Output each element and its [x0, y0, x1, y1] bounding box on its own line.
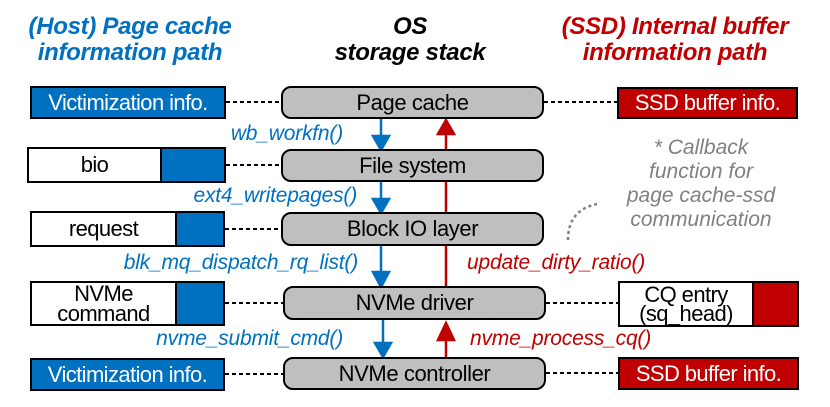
fn-nvme-submit-cmd: nvme_submit_cmd() — [156, 327, 343, 350]
info-slot — [160, 149, 224, 181]
box-label: request — [68, 216, 139, 241]
info-slot — [175, 283, 223, 324]
box-label: SSD buffer info. — [634, 90, 781, 115]
title-line: (Host) Page cache — [28, 13, 232, 40]
layer-file-system: File system — [281, 149, 544, 182]
note-line: communication — [630, 208, 772, 231]
victimization-info-top: Victimization info. — [30, 86, 226, 119]
bio-box: bio — [27, 147, 226, 183]
title-line: (SSD) Internal buffer — [561, 13, 789, 40]
os-stack-title: OS storage stack — [310, 14, 510, 66]
layer-page-cache: Page cache — [281, 86, 544, 119]
fn-ext4-writepages: ext4_writepages() — [193, 184, 357, 207]
request-box: request — [30, 211, 225, 247]
layer-block-io: Block IO layer — [281, 212, 544, 246]
box-label: bio — [80, 152, 109, 177]
cq-line: CQ entry — [644, 282, 728, 307]
title-line: information path — [37, 39, 223, 66]
host-path-title: (Host) Page cache information path — [5, 14, 255, 66]
info-slot — [752, 283, 797, 325]
fn-blk-mq-dispatch: blk_mq_dispatch_rq_list() — [123, 251, 358, 274]
fn-update-dirty-ratio: update_dirty_ratio() — [467, 251, 646, 274]
layer-nvme-driver: NVMe driver — [283, 286, 546, 320]
cq-entry-box: CQ entry(sq_head) — [618, 281, 799, 327]
ssd-buffer-info-bottom: SSD buffer info. — [618, 357, 799, 390]
note-line: page cache-ssd — [626, 184, 776, 207]
victimization-info-bottom: Victimization info. — [30, 358, 225, 391]
box-label: NVMe command — [57, 280, 150, 326]
layer-nvme-controller: NVMe controller — [283, 357, 546, 390]
info-slot — [175, 213, 223, 245]
callback-curve — [566, 202, 598, 241]
box-label: CQ entry(sq_head) — [620, 283, 752, 325]
note-line: * Callback — [653, 136, 749, 159]
callback-note: * Callback function for page cache-ssd c… — [596, 136, 806, 232]
cq-line: (sq_head) — [639, 301, 733, 326]
note-line: function for — [649, 160, 753, 183]
title-line: storage stack — [334, 39, 486, 66]
box-label: SSD buffer info. — [635, 360, 782, 386]
title-line: information path — [582, 39, 768, 66]
fn-wb-workfn: wb_workfn() — [230, 122, 343, 145]
fn-nvme-process-cq: nvme_process_cq() — [470, 327, 652, 350]
down-arrows — [370, 118, 394, 360]
ssd-buffer-info-top: SSD buffer info. — [617, 87, 798, 119]
title-line: OS — [392, 13, 428, 40]
up-arrows — [435, 117, 457, 357]
box-label: Victimization info. — [48, 89, 208, 115]
nvme-command-box: NVMe command — [30, 281, 225, 326]
ssd-path-title: (SSD) Internal buffer information path — [530, 14, 820, 66]
box-label: Victimization info. — [47, 361, 208, 387]
